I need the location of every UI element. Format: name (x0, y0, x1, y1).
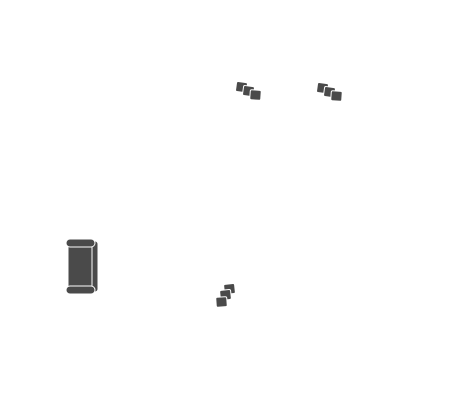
stacked-chairs-icon (215, 283, 236, 308)
chair-group-top-left[interactable] (235, 81, 263, 103)
chair-group-top-right[interactable] (316, 82, 344, 104)
sofa-icon (65, 238, 99, 295)
sofa[interactable] (65, 238, 99, 295)
stacked-chairs-icon (235, 81, 262, 101)
stacked-chairs-icon (316, 82, 343, 102)
chair-group-bottom[interactable] (215, 283, 237, 309)
